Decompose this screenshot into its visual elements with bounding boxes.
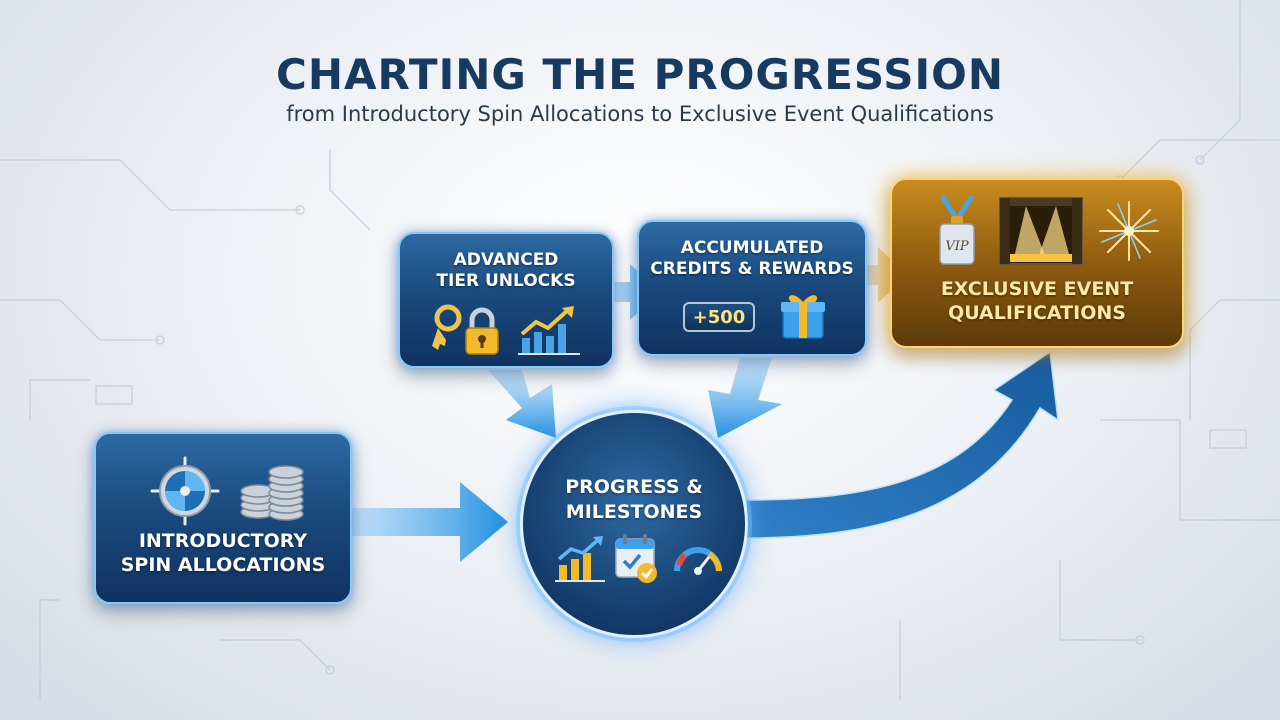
credits-badge: +500 — [683, 302, 755, 332]
key-icon — [432, 304, 462, 350]
arrow-advanced-to-progress — [488, 370, 556, 438]
stage-spotlight-icon — [999, 197, 1083, 265]
growth-chart-icon — [518, 306, 580, 355]
node-label-line2: CREDITS & REWARDS — [650, 259, 854, 280]
node-progress-milestones: PROGRESS & MILESTONES — [520, 410, 748, 638]
arrow-progress-to-exclusive — [745, 350, 1059, 539]
calendar-check-icon — [615, 534, 657, 583]
node-label-line2: QUALIFICATIONS — [948, 301, 1126, 324]
spin-wheel-icon — [150, 456, 220, 526]
page-subtitle: from Introductory Spin Allocations to Ex… — [286, 102, 994, 126]
node-label-line1: ADVANCED — [453, 250, 559, 270]
page-title: CHARTING THE PROGRESSION — [276, 50, 1004, 99]
coin-stack-icon — [240, 465, 304, 521]
node-label-line1: ACCUMULATED — [680, 238, 824, 258]
padlock-icon — [465, 307, 499, 355]
node-label-line2: TIER UNLOCKS — [436, 271, 576, 292]
gauge-icon — [674, 547, 722, 575]
node-label-line2: SPIN ALLOCATIONS — [120, 553, 326, 576]
node-label-line1: PROGRESS & — [565, 476, 703, 498]
arrow-intro-to-progress — [352, 482, 508, 562]
node-label-line2: MILESTONES — [565, 500, 703, 523]
fireworks-icon — [1099, 201, 1159, 261]
arrow-credits-to-exclusive — [867, 247, 908, 303]
node-accumulated-credits-rewards: ACCUMULATED CREDITS & REWARDS +500 — [637, 220, 867, 356]
gift-box-icon — [781, 295, 825, 339]
node-advanced-tier-unlocks: ADVANCED TIER UNLOCKS — [398, 232, 614, 368]
bar-chart-icon — [555, 536, 605, 582]
vip-label: VIP — [945, 239, 969, 254]
node-label-line1: INTRODUCTORY — [138, 530, 308, 552]
vip-pass-icon: VIP — [939, 194, 975, 265]
node-exclusive-event-qualifications: VIP EXCLUSIVE EVENT QUALIFICATIONS — [890, 178, 1184, 348]
node-introductory-spin-allocations: INTRODUCTORY SPIN ALLOCATIONS — [94, 432, 352, 604]
arrow-credits-to-progress — [708, 358, 782, 438]
node-label-line1: EXCLUSIVE EVENT — [940, 278, 1134, 300]
